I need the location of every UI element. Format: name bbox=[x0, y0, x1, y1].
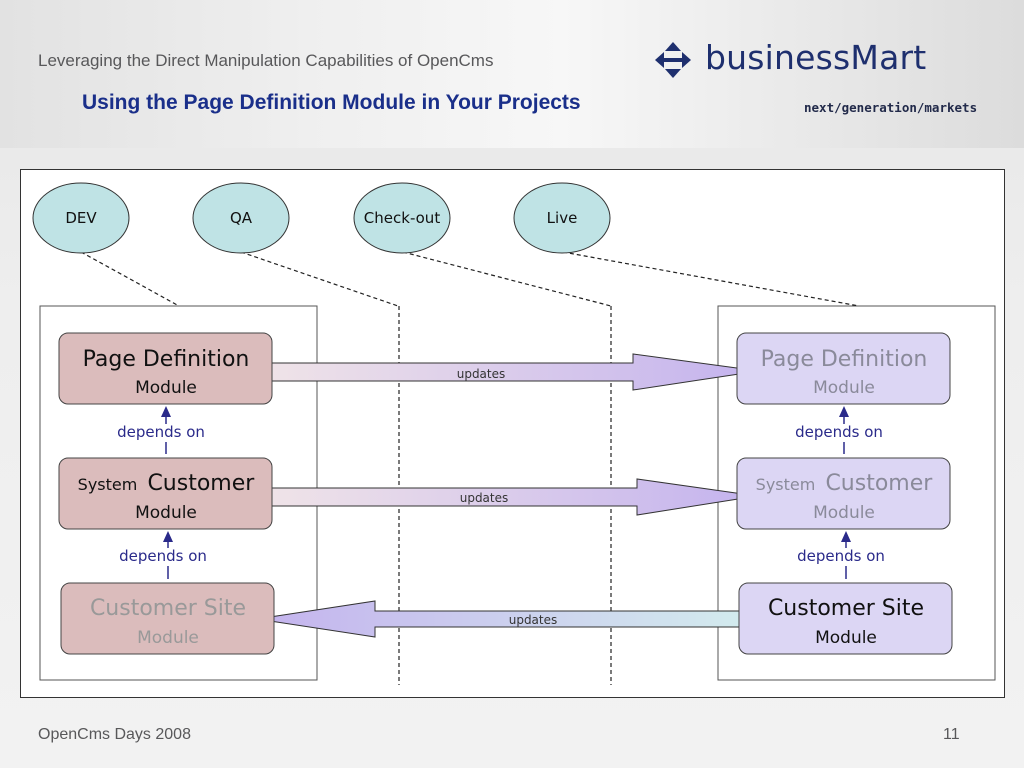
right-depends-1-label: depends on bbox=[795, 423, 883, 441]
right-module-2-prefix: System bbox=[756, 475, 816, 494]
right-module-1-title: Page Definition bbox=[761, 347, 928, 372]
left-module-3-sub: Module bbox=[137, 628, 199, 648]
env-live-label: Live bbox=[547, 209, 578, 227]
businessmart-logo-icon bbox=[655, 42, 691, 78]
slide-subtitle: Leveraging the Direct Manipulation Capab… bbox=[38, 51, 494, 70]
left-customer-site-module: Customer Site Module bbox=[60, 582, 275, 655]
brand-name: businessMart bbox=[705, 38, 927, 77]
left-module-1-sub: Module bbox=[135, 378, 197, 398]
updates-arrow-1: updates bbox=[260, 353, 760, 391]
env-qa: QA bbox=[192, 182, 290, 254]
left-page-definition-module: Page Definition Module bbox=[58, 332, 273, 405]
updates-label-2: updates bbox=[460, 491, 509, 505]
left-module-2-title: System Customer bbox=[78, 471, 256, 496]
env-dev-label: DEV bbox=[65, 209, 97, 227]
right-module-1-sub: Module bbox=[813, 378, 875, 398]
updates-arrow-3: updates bbox=[256, 600, 754, 638]
left-module-3-title: Customer Site bbox=[90, 596, 246, 621]
right-depends-2-label: depends on bbox=[797, 547, 885, 565]
left-module-2-prefix: System bbox=[78, 475, 138, 494]
right-module-2-title: System Customer bbox=[756, 471, 934, 496]
updates-label-3: updates bbox=[509, 613, 558, 627]
slide-title: Using the Page Definition Module in Your… bbox=[82, 91, 581, 114]
updates-arrow-2: updates bbox=[262, 478, 758, 516]
env-checkout: Check-out bbox=[353, 182, 451, 254]
left-system-customer-module: System Customer Module bbox=[58, 457, 273, 530]
diagram-canvas: DEV QA Check-out Live updates updates up… bbox=[32, 182, 996, 685]
left-module-1-title: Page Definition bbox=[83, 347, 250, 372]
right-depends-1: depends on bbox=[795, 406, 883, 454]
left-depends-1: depends on bbox=[117, 406, 205, 454]
footer-event: OpenCms Days 2008 bbox=[38, 726, 191, 743]
right-page-definition-module: Page Definition Module bbox=[736, 332, 951, 405]
diagram-panel: DEV QA Check-out Live updates updates up… bbox=[20, 169, 1005, 698]
right-customer-site-module: Customer Site Module bbox=[738, 582, 953, 655]
right-module-2-sub: Module bbox=[813, 503, 875, 523]
left-module-2-name: Customer bbox=[147, 471, 255, 496]
env-dev: DEV bbox=[32, 182, 130, 254]
left-module-2-sub: Module bbox=[135, 503, 197, 523]
brand-tagline: next/generation/markets bbox=[804, 100, 978, 115]
env-checkout-label: Check-out bbox=[364, 209, 441, 227]
header-band bbox=[0, 0, 1024, 148]
env-live: Live bbox=[513, 182, 611, 254]
right-system-customer-module: System Customer Module bbox=[736, 457, 951, 530]
env-qa-label: QA bbox=[230, 209, 253, 227]
left-depends-2-label: depends on bbox=[119, 547, 207, 565]
right-module-2-name: Customer bbox=[825, 471, 933, 496]
right-depends-2: depends on bbox=[797, 531, 885, 579]
page-number: 11 bbox=[943, 726, 960, 743]
right-module-3-title: Customer Site bbox=[768, 596, 924, 621]
left-depends-2: depends on bbox=[119, 531, 207, 579]
right-module-3-sub: Module bbox=[815, 628, 877, 648]
left-depends-1-label: depends on bbox=[117, 423, 205, 441]
updates-label-1: updates bbox=[457, 367, 506, 381]
